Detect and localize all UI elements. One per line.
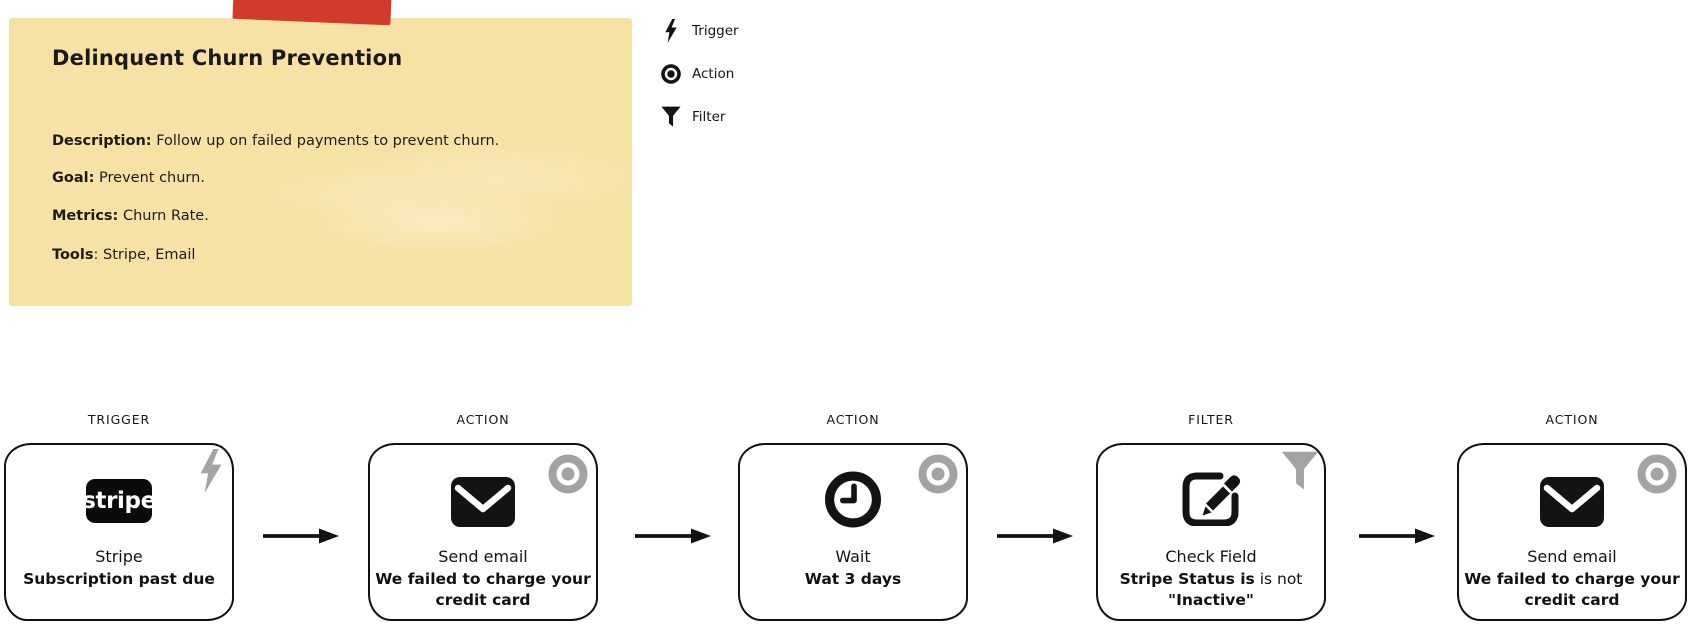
funnel-icon [659,106,683,128]
node-text: Stripe Subscription past due [10,547,228,590]
node-action-name: Wait [835,547,871,566]
envelope-icon [451,477,515,527]
legend-item-filter: Filter [659,104,725,130]
node-app-name: Stripe [95,547,143,566]
workflow-node-action-wait: ACTION Wait Wat 3 days [738,412,968,621]
flow-arrow [996,526,1074,546]
node-detail: We failed to charge your [375,570,591,588]
node-detail-2: "Inactive" [1168,591,1254,609]
node-text: Check Field Stripe Status is is not "Ina… [1102,547,1320,611]
node-card-wait[interactable]: Wait Wat 3 days [738,443,968,621]
node-detail-2: credit card [435,591,531,609]
node-card-stripe-trigger[interactable]: stripe Stripe Subscription past due [4,443,234,621]
node-type-label: TRIGGER [87,412,151,427]
note-field-description: Description: Follow up on failed payment… [52,132,500,149]
workflow-node-action-email-1: ACTION Send email We failed to charge yo… [368,412,598,621]
legend-label-trigger: Trigger [692,23,739,39]
node-detail: Wat 3 days [804,570,902,588]
legend-label-filter: Filter [692,109,726,125]
circle-dot-icon [1637,454,1677,494]
envelope-icon [1540,477,1604,527]
workflow-node-trigger: TRIGGER stripe Stripe Subscription past … [4,412,234,621]
flow-arrow [262,526,340,546]
clock-icon [825,471,882,528]
legend: Trigger Action Filter [659,18,819,148]
funnel-icon [1281,451,1319,492]
node-text: Wait Wat 3 days [744,547,962,590]
node-type-label: ACTION [826,412,880,427]
node-text: Send email We failed to charge your cred… [374,547,592,611]
flow-arrow [1358,526,1436,546]
note-field-goal: Goal: Prevent churn. [52,169,205,186]
node-card-check-field[interactable]: Check Field Stripe Status is is not "Ina… [1096,443,1326,621]
node-detail-2: credit card [1524,591,1620,609]
legend-item-trigger: Trigger [659,18,739,44]
workflow-node-filter: FILTER Check Field Stripe Status is is n… [1096,412,1326,621]
node-detail: We failed to charge your [1464,570,1680,588]
note-field-metrics: Metrics: Churn Rate. [52,207,209,224]
workflow-node-action-email-2: ACTION Send email We failed to charge yo… [1457,412,1687,621]
node-card-send-email-1[interactable]: Send email We failed to charge your cred… [368,443,598,621]
node-card-send-email-2[interactable]: Send email We failed to charge your cred… [1457,443,1687,621]
edit-pencil-icon [1179,468,1243,527]
flow-arrow [634,526,712,546]
node-detail: Stripe Status is is not [1119,570,1303,588]
lightning-bolt-icon [659,19,683,43]
node-type-label: FILTER [1188,412,1234,427]
legend-label-action: Action [692,66,735,82]
node-type-label: ACTION [1545,412,1599,427]
sticky-note[interactable]: Delinquent Churn Prevention Description:… [9,18,632,306]
node-detail: Subscription past due [23,570,215,588]
node-text: Send email We failed to charge your cred… [1463,547,1681,611]
circle-dot-icon [918,454,958,494]
lightning-bolt-icon [196,449,226,493]
node-filter-name: Check Field [1165,547,1257,566]
legend-item-action: Action [659,61,734,87]
node-action-name: Send email [1527,547,1617,566]
node-action-name: Send email [438,547,528,566]
circle-dot-icon [548,454,588,494]
circle-dot-icon [659,63,683,85]
note-title: Delinquent Churn Prevention [52,46,403,70]
stripe-logo: stripe [82,479,156,523]
note-field-tools: Tools: Stripe, Email [52,246,196,263]
node-type-label: ACTION [456,412,510,427]
